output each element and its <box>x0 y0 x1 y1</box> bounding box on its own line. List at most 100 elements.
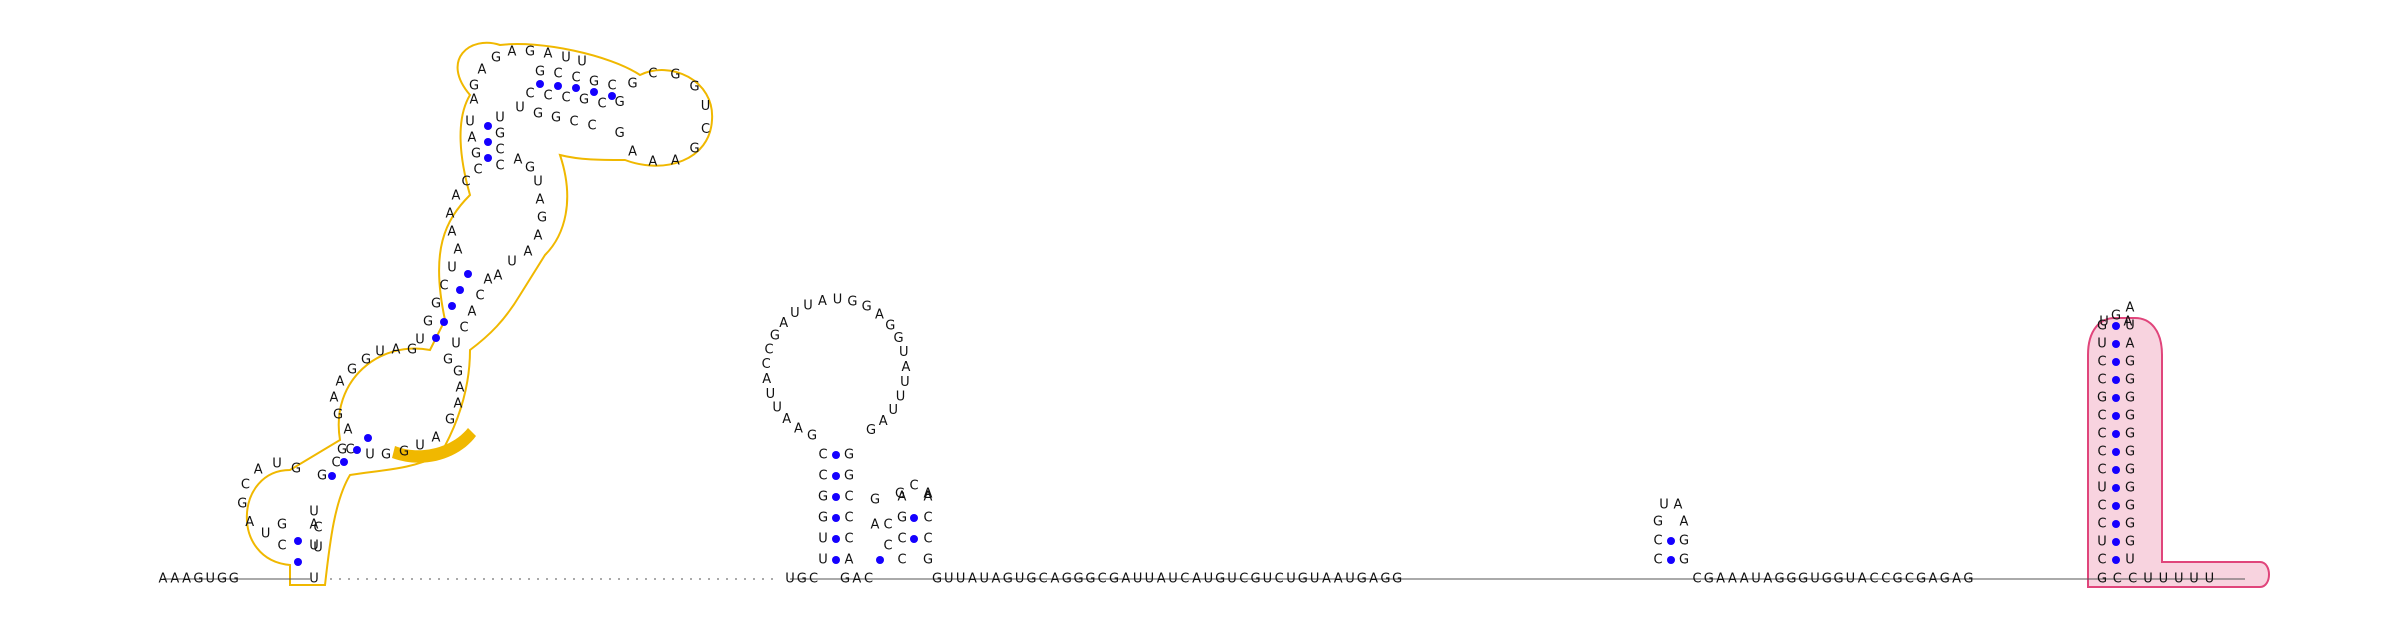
nucleotide: G <box>2125 445 2135 460</box>
base-pair-dot <box>536 80 544 88</box>
nucleotide: A <box>779 316 788 331</box>
nucleotide: U <box>701 99 711 114</box>
nucleotide: G <box>443 353 453 368</box>
nucleotide: A <box>494 269 503 284</box>
nucleotide: G <box>1679 553 1689 568</box>
base-pair-dot <box>832 556 840 564</box>
nucleotide: G <box>2125 391 2135 406</box>
nucleotide: C <box>1180 572 1189 587</box>
nucleotide: G <box>1026 572 1036 587</box>
nucleotide: G <box>870 493 880 508</box>
nucleotide: U <box>888 403 898 418</box>
nucleotide: G <box>1893 572 1903 587</box>
nucleotide: C <box>648 66 657 81</box>
nucleotide: G <box>2097 572 2107 587</box>
base-pair-dot <box>832 451 840 459</box>
nucleotide: G <box>2097 319 2107 334</box>
nucleotide: C <box>607 79 616 94</box>
nucleotide: G <box>1798 572 1808 587</box>
nucleotide: C <box>883 539 892 554</box>
nucleotide: G <box>1704 572 1714 587</box>
base-pair-dot <box>2112 322 2120 330</box>
nucleotide: A <box>330 391 339 406</box>
nucleotide: U <box>1751 572 1761 587</box>
nucleotide: A <box>484 273 493 288</box>
nucleotide: U <box>803 298 813 313</box>
nucleotide: U <box>900 375 910 390</box>
nucleotide: A <box>456 381 465 396</box>
nucleotide: G <box>347 363 357 378</box>
nucleotide: U <box>261 526 271 541</box>
base-pair-dot <box>572 84 580 92</box>
nucleotide: G <box>537 211 547 226</box>
nucleotide: U <box>1263 572 1273 587</box>
nucleotide: C <box>923 532 932 547</box>
pink-terminator-outline <box>2087 317 2270 588</box>
nucleotide: A <box>875 308 884 323</box>
nucleotide: G <box>1940 572 1950 587</box>
nucleotide: G <box>690 79 700 94</box>
nucleotide: C <box>818 448 827 463</box>
base-pair-dot <box>2112 556 2120 564</box>
nucleotide: U <box>979 572 989 587</box>
nucleotide: C <box>2097 409 2106 424</box>
nucleotide: A <box>852 572 861 587</box>
nucleotide: G <box>1003 572 1013 587</box>
nucleotide: A <box>924 487 933 502</box>
nucleotide: U <box>2174 572 2184 587</box>
nucleotide: G <box>807 428 817 443</box>
nucleotide: U <box>205 572 215 587</box>
nucleotide: G <box>1380 572 1390 587</box>
nucleotide: U <box>313 541 323 556</box>
nucleotide: C <box>241 477 250 492</box>
nucleotide: A <box>902 360 911 375</box>
nucleotide: G <box>770 328 780 343</box>
base-pair-dot <box>2112 376 2120 384</box>
nucleotide: C <box>2097 499 2106 514</box>
nucleotide: U <box>818 553 828 568</box>
nucleotide: A <box>182 572 191 587</box>
nucleotide: A <box>1763 572 1772 587</box>
nucleotide: C <box>1039 572 1048 587</box>
nucleotide: A <box>454 243 463 258</box>
nucleotide: A <box>818 294 827 309</box>
nucleotide: A <box>468 131 477 146</box>
nucleotide: U <box>1015 572 1025 587</box>
nucleotide: G <box>818 511 828 526</box>
nucleotide: U <box>375 345 385 360</box>
nucleotide: U <box>956 572 966 587</box>
nucleotide: A <box>1157 572 1166 587</box>
nucleotide: G <box>399 445 409 460</box>
nucleotide: A <box>1716 572 1725 587</box>
nucleotide: A <box>310 518 319 533</box>
nucleotide: U <box>272 457 282 472</box>
nucleotide: U <box>2099 315 2109 330</box>
base-pair-dot <box>2112 340 2120 348</box>
nucleotide: A <box>2124 315 2133 330</box>
nucleotide: G <box>2125 373 2135 388</box>
nucleotide: C <box>277 539 286 554</box>
nucleotide: U <box>415 439 425 454</box>
base-pair-dot <box>2112 394 2120 402</box>
nucleotide: A <box>898 490 907 505</box>
base-pair-dot <box>353 446 361 454</box>
nucleotide: G <box>551 111 561 126</box>
nucleotide: G <box>229 572 239 587</box>
nucleotide: G <box>1916 572 1926 587</box>
nucleotide: A <box>762 372 771 387</box>
nucleotide: A <box>170 572 179 587</box>
nucleotide: C <box>809 572 818 587</box>
nucleotide: G <box>495 127 505 142</box>
nucleotide: C <box>2097 517 2106 532</box>
nucleotide: A <box>159 572 168 587</box>
nucleotide: C <box>525 87 534 102</box>
nucleotide: A <box>1334 572 1343 587</box>
nucleotide: G <box>844 469 854 484</box>
base-pair-dot <box>294 558 302 566</box>
nucleotide: A <box>648 155 657 170</box>
base-pair-dot <box>832 535 840 543</box>
nucleotide: U <box>772 400 782 415</box>
base-pair-dot <box>484 122 492 130</box>
nucleotide: G <box>579 93 589 108</box>
nucleotide: G <box>1653 515 1663 530</box>
